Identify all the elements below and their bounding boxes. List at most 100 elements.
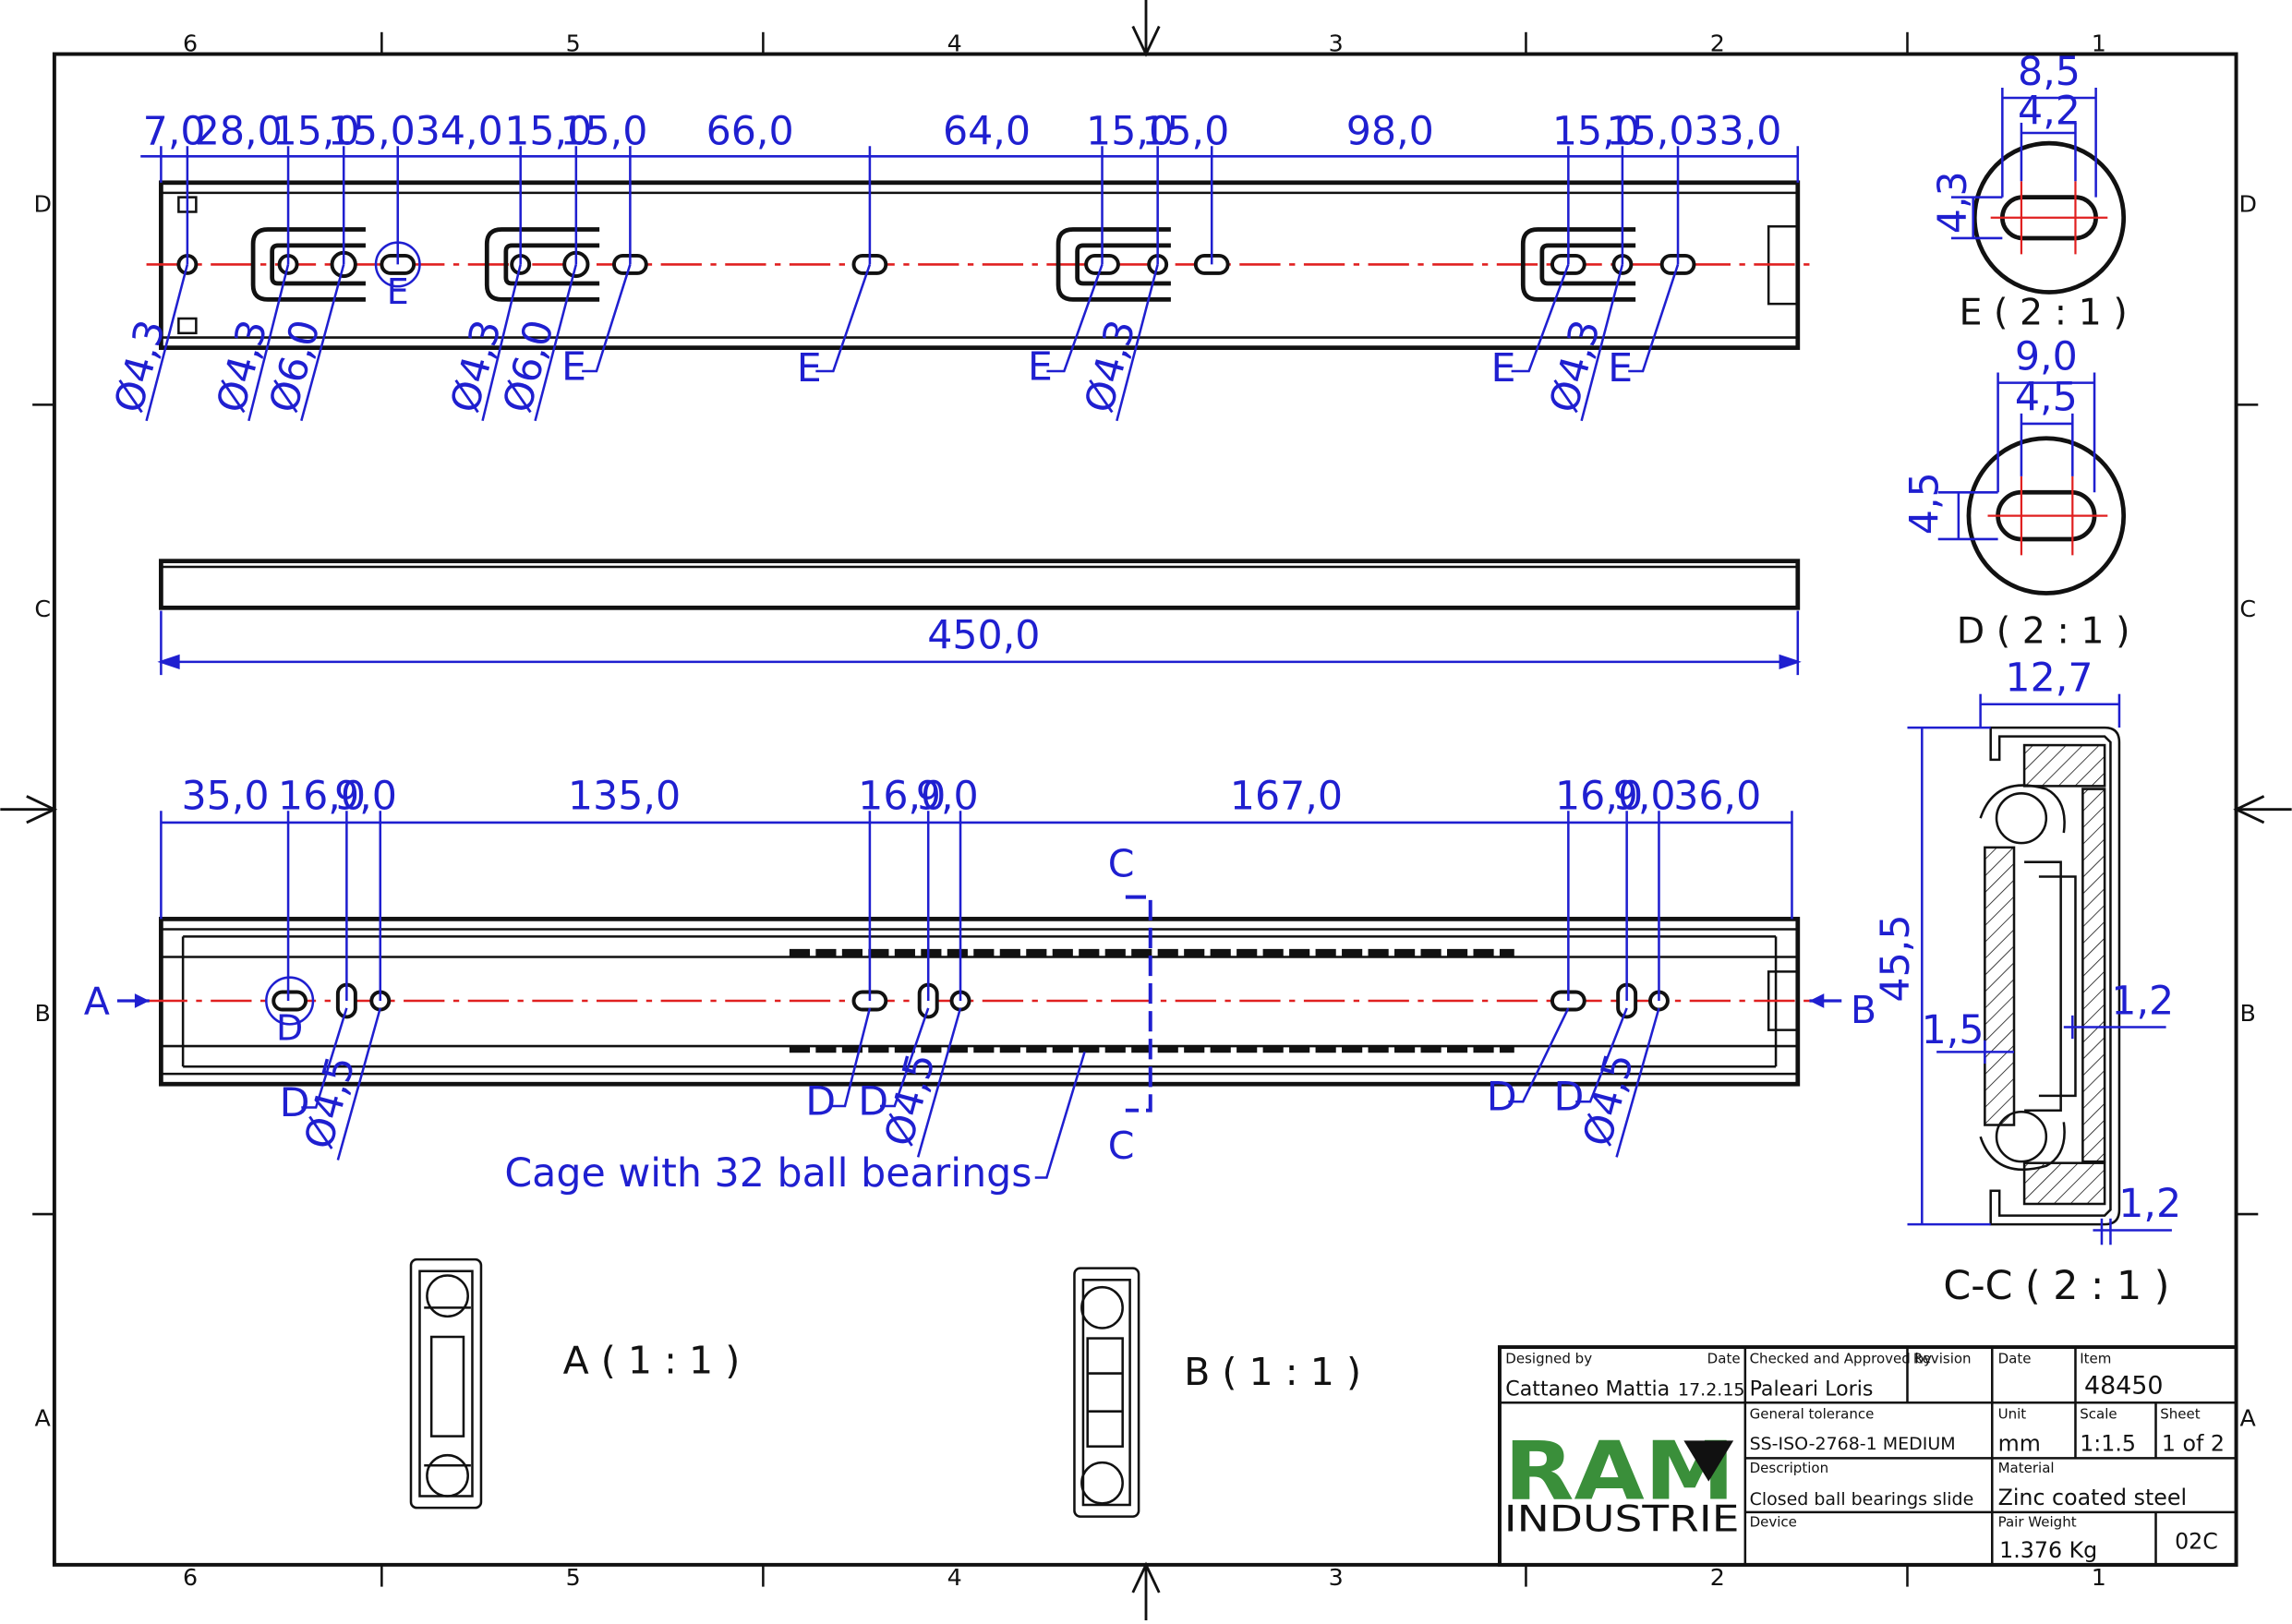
zone-col-5-bottom: 5 bbox=[566, 1563, 581, 1591]
zone-row-a: A bbox=[35, 1404, 52, 1432]
title-block: Designed by Date Checked and Approved by… bbox=[1497, 1345, 2238, 1567]
dim-text: 9,0 bbox=[334, 774, 397, 820]
sheet-label: Sheet bbox=[2160, 1406, 2201, 1423]
detail-e: 8,5 4,2 4,3 E ( 2 : 1 ) bbox=[1930, 49, 2128, 334]
ram-logo: RAM INDUSTRIE bbox=[1504, 1425, 1740, 1541]
leader-text: E bbox=[1028, 343, 1053, 390]
zone-col-1: 1 bbox=[2092, 29, 2106, 56]
weight-label: Pair Weight bbox=[1998, 1514, 2077, 1531]
checker-name: Paleari Loris bbox=[1750, 1377, 1874, 1401]
detail-d-title: D ( 2 : 1 ) bbox=[1957, 609, 2130, 652]
description-value: Closed ball bearings slide bbox=[1750, 1489, 1974, 1510]
section-cc: 12,7 45,5 1,5 1,2 1,2 C-C ( 2 : 1 ) bbox=[1873, 656, 2181, 1309]
view-a-title: A ( 1 : 1 ) bbox=[563, 1339, 741, 1383]
unit-label: Unit bbox=[1998, 1406, 2027, 1423]
zone-labels: 6 5 4 3 2 1 6 5 4 3 2 1 D C B A D C B A bbox=[33, 29, 2257, 1591]
dim-text: 15,0 bbox=[1086, 109, 1174, 155]
dim-text: 8,5 bbox=[2018, 49, 2081, 95]
leader-text: D bbox=[1487, 1075, 1517, 1121]
bottom-dim-texts: 35,0 16,0 9,0 135,0 16,0 9,0 167,0 16,0 … bbox=[181, 774, 1761, 820]
zone-row-c: C bbox=[34, 595, 51, 622]
dim-text: 35,0 bbox=[181, 774, 269, 820]
zone-row-b-right: B bbox=[2240, 999, 2256, 1027]
top-leaders bbox=[145, 263, 1680, 422]
scale-label: Scale bbox=[2080, 1406, 2117, 1423]
weight-value: 1.376 Kg bbox=[1999, 1537, 2097, 1563]
dim-text: 36,0 bbox=[1673, 774, 1761, 820]
side-view: 450,0 bbox=[157, 559, 1802, 676]
zone-col-1-bottom: 1 bbox=[2092, 1563, 2106, 1591]
drawing-code: 02C bbox=[2175, 1528, 2218, 1554]
zone-row-c-right: C bbox=[2239, 595, 2256, 622]
leader-text: D bbox=[805, 1078, 836, 1125]
dim-text: 98,0 bbox=[1346, 109, 1434, 155]
dim-text: 9,0 bbox=[2015, 333, 2078, 379]
zone-col-3: 3 bbox=[1329, 29, 1344, 56]
top-dim-texts: 7,0 28,0 15,0 15,0 34,0 15,0 15,0 66,0 6… bbox=[143, 109, 1782, 155]
dim-text: 15,0 bbox=[1606, 109, 1694, 155]
section-c-top: C bbox=[1108, 842, 1135, 886]
zone-row-b: B bbox=[35, 999, 51, 1027]
dim-text: 1,5 bbox=[1922, 1007, 1984, 1053]
dim-text: 15,0 bbox=[504, 109, 592, 155]
detail-e-title: E ( 2 : 1 ) bbox=[1959, 291, 2127, 333]
date2-label: Date bbox=[1998, 1350, 2032, 1366]
revision-label: Revision bbox=[1913, 1350, 1972, 1366]
checked-label: Checked and Approved by bbox=[1750, 1350, 1933, 1366]
zone-col-3-bottom: 3 bbox=[1329, 1563, 1344, 1591]
zone-row-a-right: A bbox=[2240, 1404, 2257, 1432]
dim-text: 64,0 bbox=[943, 109, 1031, 155]
zone-ticks bbox=[32, 31, 2259, 1587]
unit-value: mm bbox=[1998, 1430, 2041, 1456]
dim-text: 135,0 bbox=[568, 774, 681, 820]
dim-text: 1,2 bbox=[2111, 978, 2174, 1024]
leader-text: E bbox=[1490, 345, 1515, 391]
zone-row-d: D bbox=[33, 189, 52, 217]
dim-text: 45,5 bbox=[1873, 914, 1919, 1002]
bottom-dim-lines bbox=[160, 811, 1793, 1002]
dim-text: 1,2 bbox=[2118, 1181, 2181, 1227]
leader-text: D bbox=[280, 1080, 310, 1126]
zone-col-6-bottom: 6 bbox=[183, 1563, 198, 1591]
device-label: Device bbox=[1750, 1514, 1797, 1531]
bottom-leader-texts: D Ø4,5 D D Ø4,5 D D Ø4,5 Cage with 32 ba… bbox=[280, 1049, 1644, 1197]
dim-text: 16,0 bbox=[1555, 774, 1643, 820]
zone-col-4-bottom: 4 bbox=[947, 1563, 962, 1591]
leader-text: E bbox=[1608, 345, 1633, 391]
cage-note: Cage with 32 ball bearings bbox=[504, 1150, 1031, 1197]
dim-text: 15,0 bbox=[1141, 109, 1229, 155]
dim-text: 28,0 bbox=[195, 109, 283, 155]
dim-text: 9,0 bbox=[1613, 774, 1676, 820]
dim-text: 15,0 bbox=[1552, 109, 1640, 155]
detail-d-circle bbox=[265, 976, 315, 1026]
dim-text: 16,0 bbox=[858, 774, 946, 820]
zone-col-2: 2 bbox=[1710, 29, 1725, 56]
dim-text: 4,2 bbox=[2018, 89, 2081, 135]
dim-text: 7,0 bbox=[143, 109, 206, 155]
zone-col-2-bottom: 2 bbox=[1710, 1563, 1725, 1591]
logo-ram: RAM bbox=[1504, 1425, 1735, 1519]
dim-text: 4,5 bbox=[1902, 472, 1948, 535]
designed-by-label: Designed by bbox=[1505, 1350, 1592, 1366]
dim-text: 12,7 bbox=[2005, 656, 2093, 702]
dim-text: 15,0 bbox=[328, 109, 416, 155]
leader-text: Ø4,3 bbox=[106, 315, 175, 417]
bottom-leaders bbox=[301, 1007, 1660, 1179]
designer-name: Cattaneo Mattia bbox=[1505, 1377, 1670, 1401]
leader-text: Ø4,3 bbox=[1076, 315, 1145, 417]
tolerance-value: SS-ISO-2768-1 MEDIUM bbox=[1750, 1434, 1956, 1454]
section-cut-line bbox=[1125, 895, 1152, 1113]
leader-text: E bbox=[797, 345, 822, 391]
item-number: 48450 bbox=[2084, 1372, 2164, 1401]
view-a: A ( 1 : 1 ) bbox=[409, 1257, 741, 1510]
leader-text: D bbox=[1554, 1075, 1585, 1121]
tolerance-label: General tolerance bbox=[1750, 1406, 1875, 1423]
scale-value: 1:1.5 bbox=[2080, 1430, 2136, 1456]
zone-row-d-right: D bbox=[2238, 189, 2257, 217]
zone-col-4: 4 bbox=[947, 29, 962, 56]
dim-text: 16,0 bbox=[278, 774, 366, 820]
view-a-arrow-label: A bbox=[84, 979, 110, 1023]
